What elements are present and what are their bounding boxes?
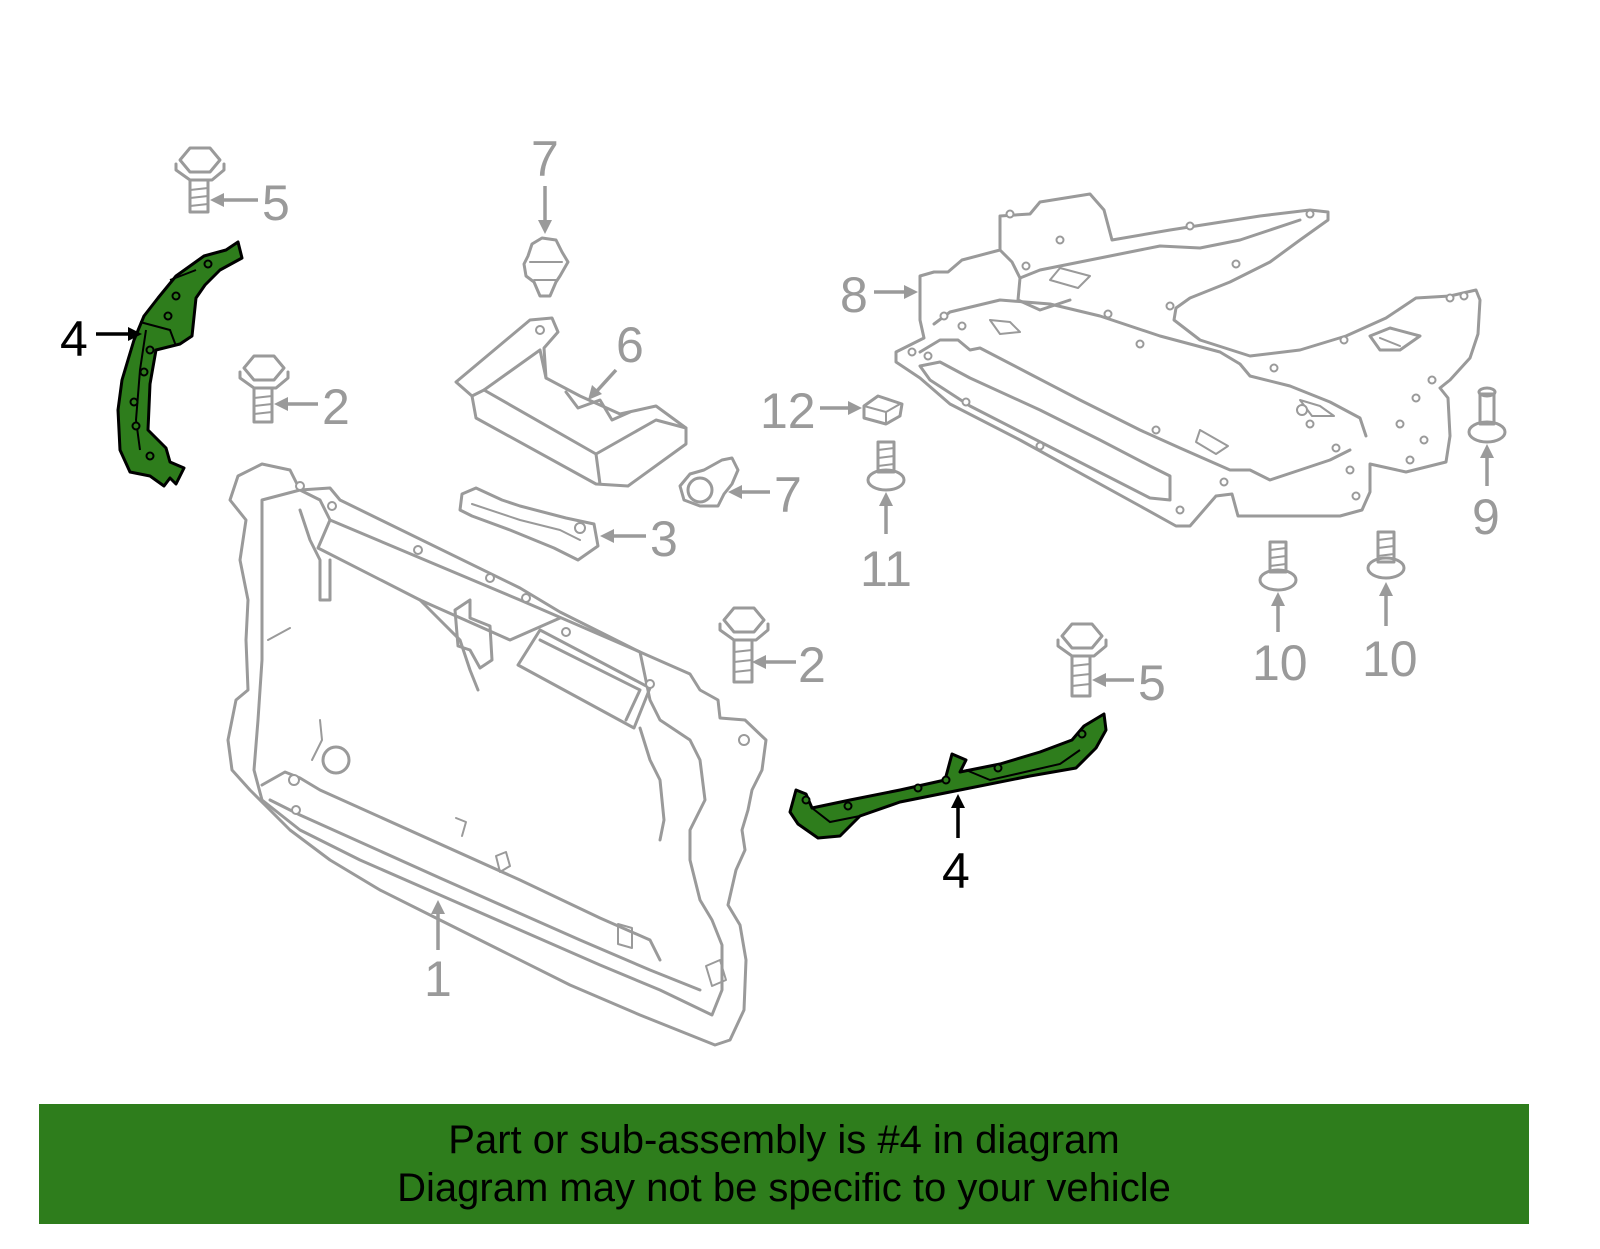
- part-4-bar-right: [788, 712, 1108, 840]
- callout-10-left: 10: [1252, 635, 1308, 691]
- banner-line-1: Part or sub-assembly is #4 in diagram: [448, 1118, 1120, 1162]
- part-12-pad: [862, 394, 904, 426]
- part-4-bracket-left: [116, 240, 244, 488]
- part-2-bolt-top: [238, 354, 290, 424]
- part-11-stud: [866, 440, 906, 492]
- part-7-clip-top: [522, 236, 570, 298]
- callout-5-bottom: 5: [1138, 655, 1166, 711]
- callout-3: 3: [650, 511, 678, 567]
- part-3-bracket: [458, 486, 600, 562]
- part-10-stud-right: [1366, 530, 1406, 580]
- info-banner: Part or sub-assembly is #4 in diagram Di…: [39, 1104, 1529, 1224]
- callout-6: 6: [616, 317, 644, 373]
- callout-8: 8: [840, 267, 868, 323]
- callout-7-right: 7: [774, 467, 802, 523]
- part-1-radiator-support: [226, 462, 768, 1047]
- callout-10-right: 10: [1362, 631, 1418, 687]
- callout-12: 12: [760, 383, 816, 439]
- callout-labels: 5 2 4 7 6 7 3 2 5 4 1 8 12 11 10 10 9: [60, 131, 1500, 1007]
- callout-5-top: 5: [262, 175, 290, 231]
- callout-9: 9: [1472, 489, 1500, 545]
- part-7-clip-right: [678, 456, 740, 508]
- callout-11: 11: [860, 541, 912, 597]
- callout-7-top: 7: [531, 131, 559, 187]
- part-6-bracket: [454, 316, 688, 488]
- part-5-bolt-top: [174, 146, 226, 214]
- part-10-stud-left: [1258, 540, 1298, 592]
- part-9-stud: [1467, 386, 1507, 444]
- part-2-bolt-bottom: [718, 606, 770, 684]
- callout-4-bottom: 4: [942, 843, 970, 899]
- callout-4-left: 4: [60, 311, 88, 367]
- callout-2-bottom: 2: [798, 637, 826, 693]
- part-5-bolt-bottom: [1056, 622, 1108, 698]
- callout-arrows: [96, 186, 1494, 950]
- callout-1: 1: [424, 951, 452, 1007]
- callout-2-top: 2: [322, 379, 350, 435]
- part-8-undershield: [894, 192, 1482, 528]
- banner-line-2: Diagram may not be specific to your vehi…: [397, 1166, 1171, 1210]
